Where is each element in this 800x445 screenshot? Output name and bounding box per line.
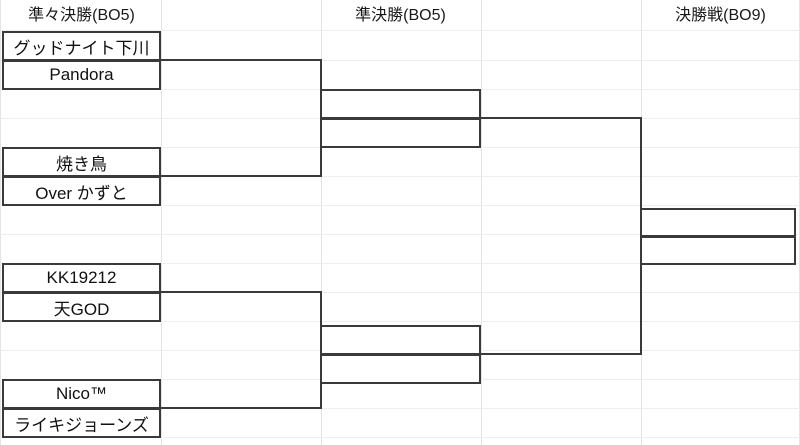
qf-slot-7[interactable]: Nico™	[2, 379, 161, 409]
round-header-1: 準々決勝(BO5)	[28, 7, 135, 24]
round-header-2: 準決勝(BO5)	[355, 7, 446, 24]
conn-qf2-out	[161, 175, 322, 177]
round-header-3: 決勝戦(BO9)	[675, 7, 766, 24]
sf-slot-1[interactable]	[320, 89, 481, 119]
qf-slot-6[interactable]: 天GOD	[2, 292, 161, 322]
conn-sf1-out	[480, 117, 642, 119]
grid-column-line-1	[161, 0, 162, 445]
qf-slot-5[interactable]: KK19212	[2, 263, 161, 293]
qf-slot-8[interactable]: ライキジョーンズ	[2, 408, 161, 438]
final-slot-2[interactable]	[640, 236, 796, 265]
qf-slot-2[interactable]: Pandora	[2, 60, 161, 90]
conn-qf4-out	[161, 407, 322, 409]
conn-sf2-out	[480, 353, 642, 355]
qf-slot-1[interactable]: グッドナイト下川	[2, 31, 161, 61]
conn-qf1-out	[161, 59, 322, 61]
sf-slot-2[interactable]	[320, 118, 481, 148]
qf-slot-3[interactable]: 焼き鳥	[2, 147, 161, 177]
sf-slot-4[interactable]	[320, 354, 481, 384]
sf-slot-3[interactable]	[320, 325, 481, 355]
conn-qf3-out	[161, 291, 322, 293]
grid-column-line-0	[0, 0, 1, 445]
qf-slot-4[interactable]: Over かずと	[2, 176, 161, 206]
grid-column-line-3	[481, 0, 482, 445]
final-slot-1[interactable]	[640, 208, 796, 237]
